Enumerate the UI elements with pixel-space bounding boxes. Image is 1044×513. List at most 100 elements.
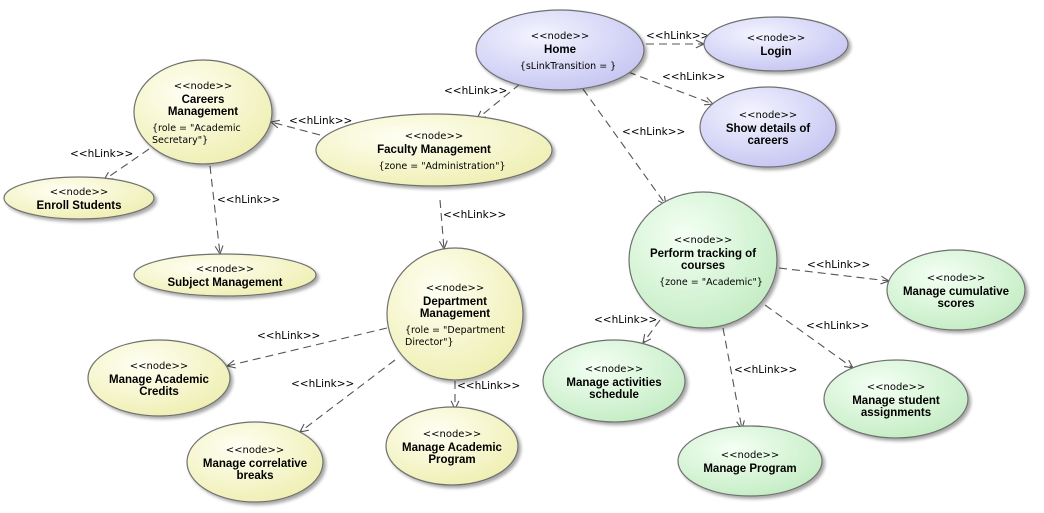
node-ellipse[interactable]: [133, 253, 317, 297]
hlink-line[interactable]: [226, 327, 388, 367]
node-title: Manage cumulative: [903, 286, 1009, 298]
hlink-edge-tracking-to-program[interactable]: <<hLink>>: [722, 327, 797, 431]
hlink-edge-tracking-to-student_assign[interactable]: <<hLink>>: [764, 304, 869, 369]
node-ellipse[interactable]: [699, 86, 837, 168]
node-title: Manage student: [852, 395, 940, 407]
hlink-stereotype-label: <<hLink>>: [622, 126, 685, 138]
node-stereotype: <<node>>: [130, 361, 188, 372]
node-ellipse[interactable]: [886, 249, 1026, 331]
hlink-edge-careers-to-enroll[interactable]: <<hLink>>: [70, 148, 150, 181]
node-title: Management: [420, 308, 490, 320]
node-ellipse[interactable]: [677, 425, 823, 497]
node-ellipse[interactable]: [315, 113, 553, 187]
hlink-line[interactable]: [627, 71, 714, 105]
node-login[interactable]: <<node>>Login: [703, 16, 849, 72]
node-tracking[interactable]: <<node>>Perform tracking ofcourses{zone …: [628, 191, 778, 329]
node-ellipse[interactable]: [703, 16, 849, 72]
node-constraint: {zone = "Administration"}: [378, 161, 505, 172]
node-constraint: {role = "Academic: [152, 123, 241, 134]
hlink-stereotype-label: <<hLink>>: [806, 320, 869, 332]
node-title: Manage Program: [703, 463, 796, 475]
node-title: Faculty Management: [377, 144, 491, 156]
node-title: Credits: [139, 386, 179, 398]
node-ellipse[interactable]: [542, 339, 686, 423]
hlink-line[interactable]: [582, 88, 667, 206]
hlink-line[interactable]: [778, 267, 890, 282]
hlink-stereotype-label: <<hLink>>: [289, 115, 352, 127]
node-title: Manage Academic: [402, 442, 503, 454]
node-ellipse[interactable]: [628, 191, 778, 329]
hlink-line[interactable]: [439, 199, 445, 250]
node-ellipse[interactable]: [823, 359, 969, 439]
hlink-line[interactable]: [476, 83, 521, 120]
hlink-line[interactable]: [209, 165, 221, 255]
node-title: scores: [937, 298, 974, 310]
hlink-line[interactable]: [764, 304, 854, 369]
node-stereotype: <<node>>: [531, 31, 589, 42]
nodes-layer: <<node>>Home{sLinkTransition = }<<node>>…: [3, 9, 1026, 503]
hlink-edge-careers-to-subject[interactable]: <<hLink>>: [209, 165, 280, 256]
node-constraint: Director"}: [405, 337, 454, 348]
node-title: assignments: [861, 407, 931, 419]
node-title: courses: [681, 260, 725, 272]
node-ellipse[interactable]: [385, 406, 519, 486]
hlink-stereotype-label: <<hLink>>: [594, 314, 657, 326]
node-ellipse[interactable]: [386, 247, 524, 381]
hlink-edge-home-to-show_details[interactable]: <<hLink>>: [627, 71, 725, 106]
node-subject[interactable]: <<node>>Subject Management: [133, 253, 317, 297]
node-stereotype: <<node>>: [174, 81, 232, 92]
node-ellipse[interactable]: [3, 176, 155, 220]
node-ellipse[interactable]: [133, 59, 273, 165]
hlink-stereotype-label: <<hLink>>: [457, 380, 520, 392]
hlink-edge-department-to-credits[interactable]: <<hLink>>: [225, 327, 388, 369]
node-title: Manage Academic: [109, 374, 210, 386]
hlink-stereotype-label: <<hLink>>: [443, 209, 506, 221]
hlink-edge-department-to-acad_program[interactable]: <<hLink>>: [450, 380, 520, 411]
node-constraint: {sLinkTransition = }: [520, 61, 616, 72]
node-stereotype: <<node>>: [50, 187, 108, 198]
hlink-edge-faculty-to-department[interactable]: <<hLink>>: [438, 199, 506, 251]
links-layer: <<hLink>> <<hLink>> <<hLink>> <<hLink>> <<hL…: [70, 30, 891, 433]
node-constraint: {role = "Department: [405, 325, 505, 336]
hlink-edge-home-to-faculty[interactable]: <<hLink>>: [444, 83, 521, 120]
node-ellipse[interactable]: [87, 339, 231, 417]
hlink-edge-home-to-tracking[interactable]: <<hLink>>: [582, 88, 685, 207]
node-title: Perform tracking of: [650, 248, 756, 260]
node-faculty[interactable]: <<node>>Faculty Management{zone = "Admin…: [315, 113, 553, 187]
hlink-stereotype-label: <<hLink>>: [217, 194, 280, 206]
hlink-stereotype-label: <<hLink>>: [444, 85, 507, 97]
node-enroll[interactable]: <<node>>Enroll Students: [3, 176, 155, 220]
node-stereotype: <<node>>: [423, 429, 481, 440]
hlink-edge-tracking-to-cumulative[interactable]: <<hLink>>: [778, 259, 891, 285]
hlink-line[interactable]: [642, 319, 661, 344]
node-home[interactable]: <<node>>Home{sLinkTransition = }: [475, 9, 645, 91]
hlink-line[interactable]: [299, 359, 396, 433]
node-title: Department: [423, 296, 487, 308]
hlink-stereotype-label: <<hLink>>: [291, 378, 354, 390]
hlink-line[interactable]: [722, 327, 743, 430]
node-constraint: Secretary"}: [152, 135, 208, 146]
hlink-line[interactable]: [270, 121, 321, 136]
node-title: careers: [748, 135, 789, 147]
node-title: breaks: [236, 470, 273, 482]
node-ellipse[interactable]: [186, 421, 324, 503]
hlink-edge-tracking-to-activities[interactable]: <<hLink>>: [594, 314, 661, 345]
hlink-line[interactable]: [103, 148, 150, 181]
hlink-edge-department-to-correlative[interactable]: <<hLink>>: [291, 359, 396, 433]
node-ellipse[interactable]: [475, 9, 645, 91]
hlink-edge-home-to-login[interactable]: <<hLink>>: [646, 30, 709, 49]
node-stereotype: <<node>>: [747, 33, 805, 44]
node-program[interactable]: <<node>>Manage Program: [677, 425, 823, 497]
node-stereotype: <<node>>: [927, 273, 985, 284]
hlink-stereotype-label: <<hLink>>: [646, 30, 709, 42]
